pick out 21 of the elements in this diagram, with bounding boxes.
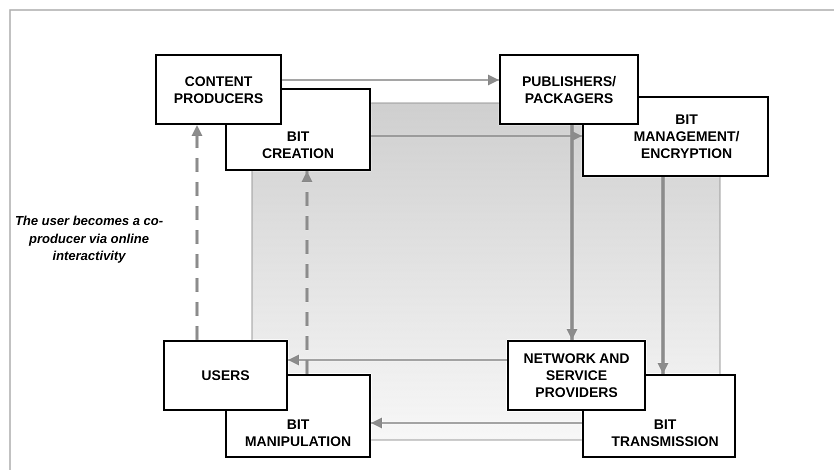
arrow bbox=[371, 418, 582, 428]
box-label: NETWORK AND SERVICE PROVIDERS bbox=[522, 350, 631, 401]
box-label: PUBLISHERS/ PACKAGERS bbox=[520, 72, 618, 106]
box-label: BIT TRANSMISSION bbox=[610, 416, 720, 450]
box-label: BIT CREATION bbox=[260, 128, 336, 162]
arrow bbox=[288, 354, 507, 366]
process-box bbox=[499, 54, 639, 125]
box-label: CONTENT PRODUCERS bbox=[172, 72, 264, 106]
note-text: The user becomes a co-producer via online interactivity bbox=[14, 212, 164, 265]
arrow bbox=[566, 125, 578, 340]
process-box bbox=[507, 340, 646, 411]
arrow bbox=[371, 130, 582, 142]
box-label: USERS bbox=[201, 367, 250, 384]
box-label: BIT MANAGEMENT/ ENCRYPTION bbox=[632, 111, 740, 162]
dashed-arrow bbox=[302, 171, 312, 374]
arrow bbox=[658, 177, 668, 374]
arrow bbox=[282, 74, 499, 86]
box-label: BIT MANIPULATION bbox=[244, 416, 352, 450]
process-box bbox=[163, 340, 288, 411]
process-box bbox=[155, 54, 282, 125]
dashed-arrow bbox=[192, 125, 202, 340]
